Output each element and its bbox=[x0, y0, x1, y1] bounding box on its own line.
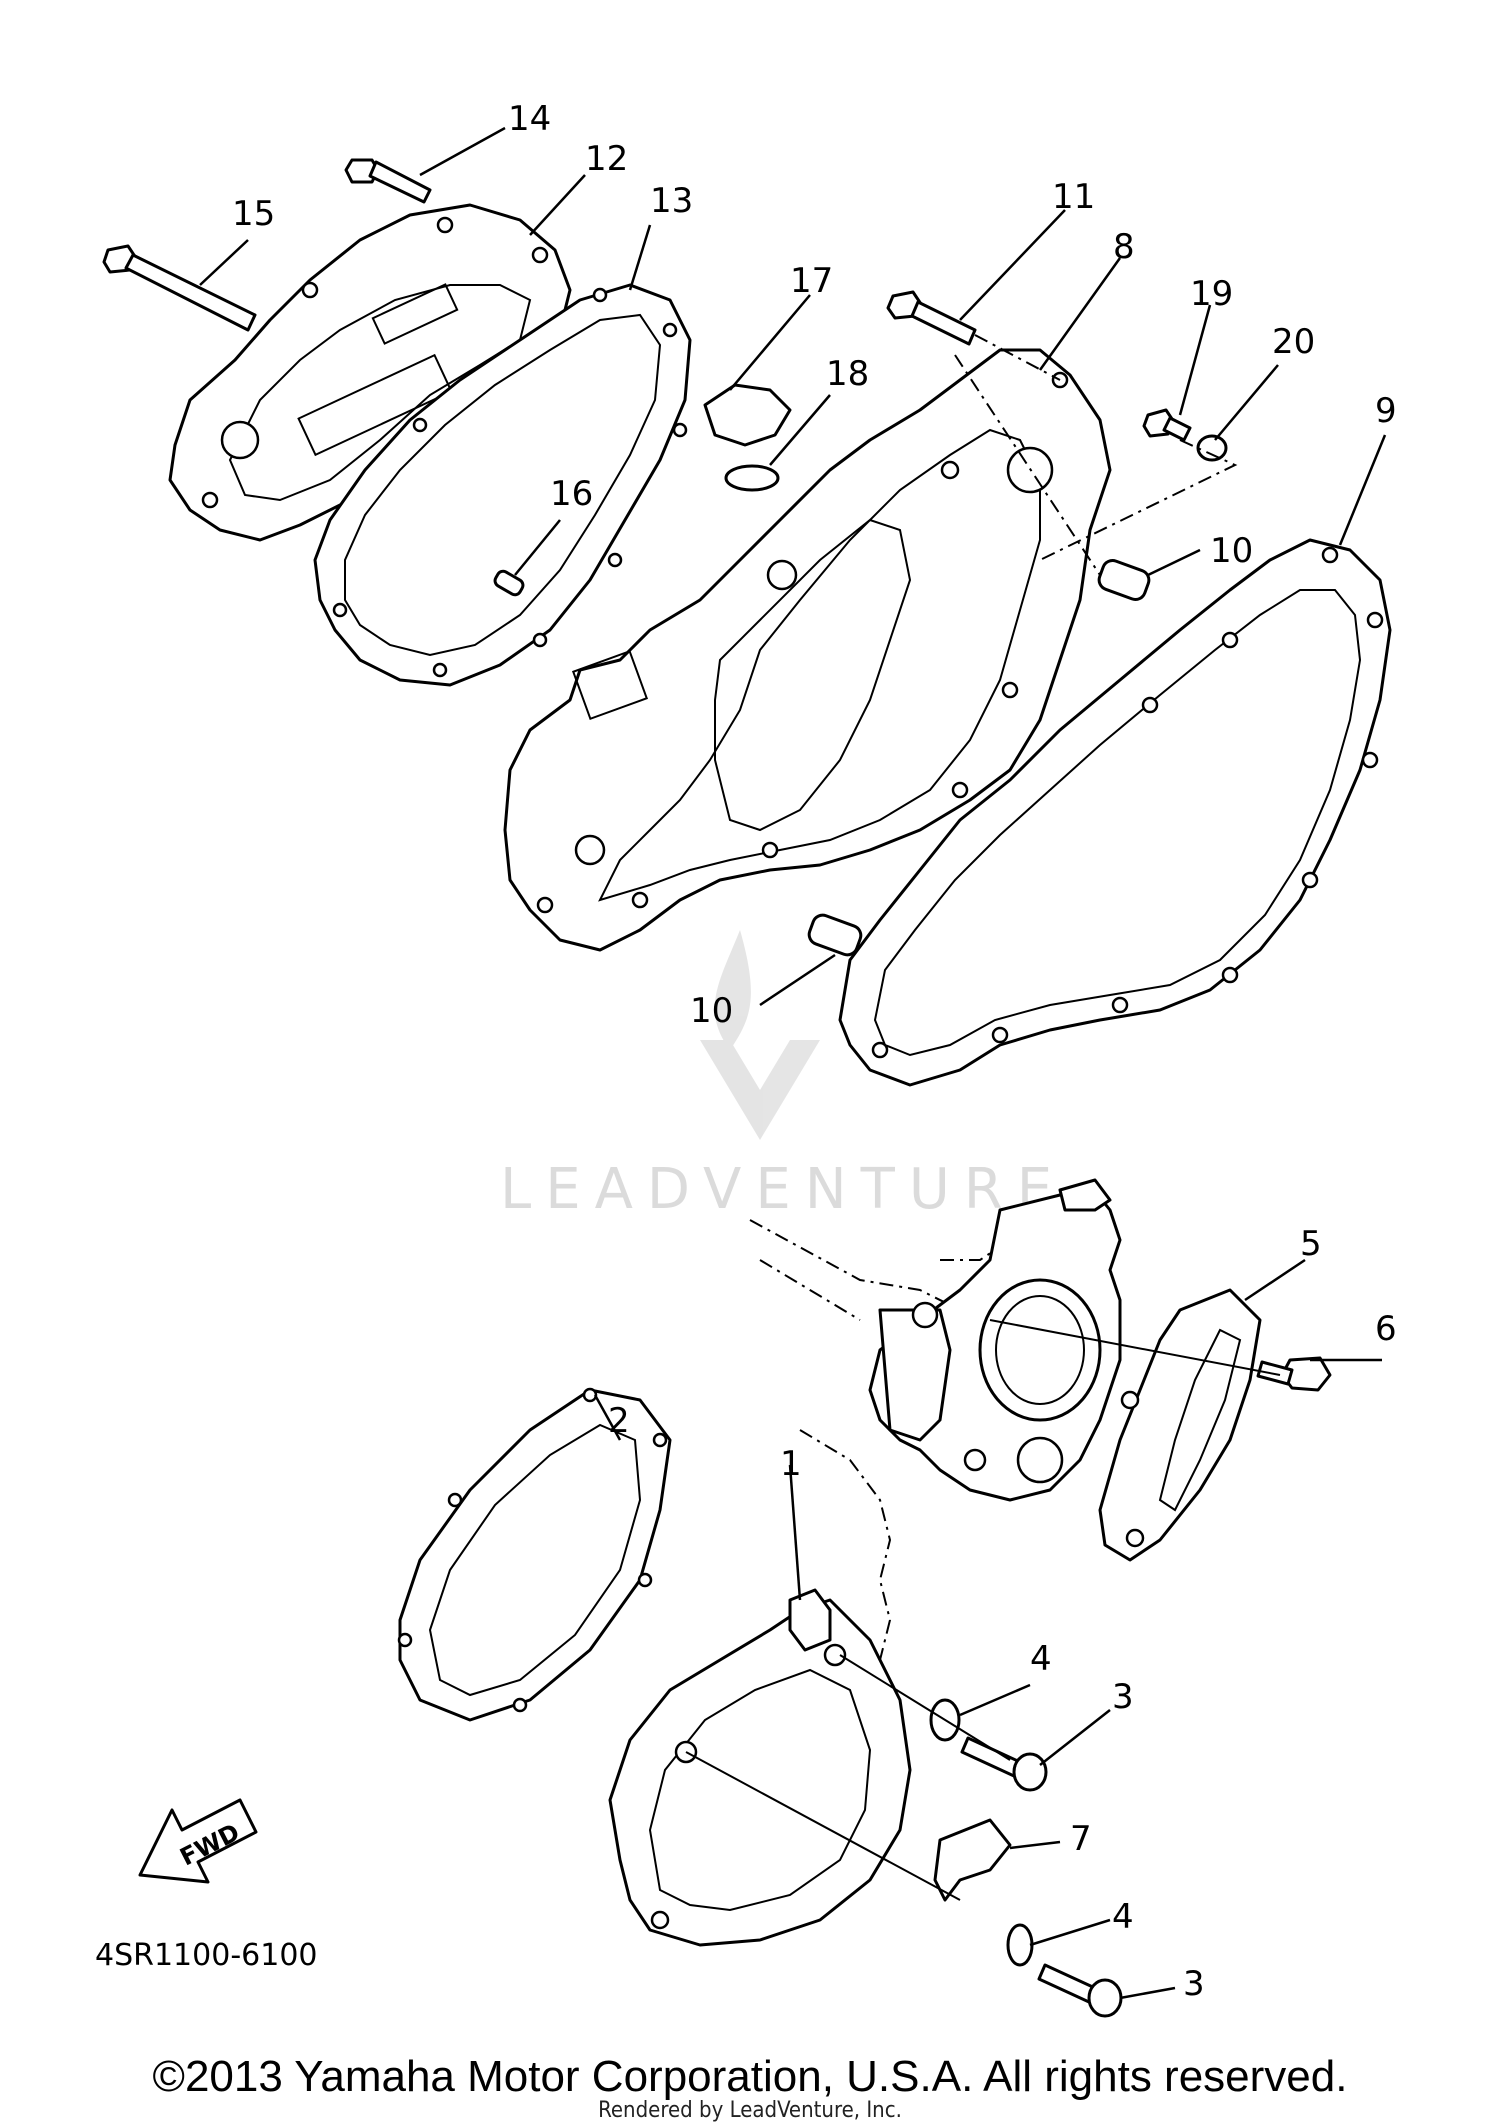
callout-10-upper: 10 bbox=[1210, 531, 1253, 571]
callout-4-lower: 4 bbox=[1112, 1897, 1134, 1937]
callout-14: 14 bbox=[508, 99, 551, 139]
part-12-clutch-cover bbox=[168, 203, 572, 542]
callout-3-upper: 3 bbox=[1112, 1677, 1134, 1717]
part-8-crankcase-cover bbox=[503, 348, 1112, 952]
callout-12: 12 bbox=[585, 139, 628, 179]
part-19-drain-bolt bbox=[1142, 408, 1192, 442]
part-5-cover bbox=[1098, 1288, 1262, 1562]
callout-1: 1 bbox=[780, 1444, 802, 1484]
part-1-cover bbox=[608, 1588, 912, 1947]
callout-11: 11 bbox=[1052, 177, 1095, 217]
callout-7: 7 bbox=[1070, 1819, 1092, 1859]
assembly-line bbox=[989, 1319, 1281, 1376]
assembly-line bbox=[685, 1751, 961, 1901]
callout-3-lower: 3 bbox=[1183, 1964, 1205, 2004]
leader-lines bbox=[199, 126, 1387, 2000]
part-16-dowel bbox=[493, 569, 525, 597]
callout-6: 6 bbox=[1375, 1309, 1397, 1349]
part-2-gasket bbox=[397, 1387, 672, 1722]
assembly-line bbox=[839, 1654, 1011, 1761]
watermark-text: LEADVENTURE bbox=[500, 1157, 1066, 1222]
watermark-flame-icon bbox=[714, 930, 751, 1050]
callout-13: 13 bbox=[650, 181, 693, 221]
callout-4-upper: 4 bbox=[1030, 1639, 1052, 1679]
callout-19: 19 bbox=[1190, 274, 1233, 314]
watermark-v-icon bbox=[700, 1040, 820, 1140]
callout-18: 18 bbox=[826, 354, 869, 394]
engine-block-outline bbox=[749, 1178, 1122, 1691]
part-18-o-ring bbox=[724, 464, 780, 492]
part-11-bolt bbox=[886, 290, 977, 346]
callout-2: 2 bbox=[608, 1401, 630, 1441]
fwd-arrow-icon bbox=[138, 1798, 258, 1884]
part-6-bolt bbox=[1256, 1356, 1332, 1392]
part-3-screw-upper bbox=[960, 1736, 1048, 1792]
forward-arrow: FWD bbox=[138, 1798, 258, 1884]
part-13-gasket bbox=[313, 283, 692, 687]
part-17-filler-cap bbox=[703, 383, 792, 447]
part-7-clip bbox=[933, 1818, 1012, 1902]
callout-15: 15 bbox=[232, 194, 275, 234]
watermark: LEADVENTURE bbox=[500, 930, 1066, 1222]
callout-10-lower: 10 bbox=[690, 991, 733, 1031]
assembly-line bbox=[974, 334, 1061, 381]
callout-20: 20 bbox=[1272, 322, 1315, 362]
callout-5: 5 bbox=[1300, 1224, 1322, 1264]
part-20-washer bbox=[1196, 434, 1228, 462]
part-4-washer-lower bbox=[1006, 1923, 1034, 1967]
rendered-by-notice: Rendered by LeadVenture, Inc. bbox=[598, 2098, 902, 2123]
part-9-gasket bbox=[838, 538, 1392, 1087]
callout-8: 8 bbox=[1113, 227, 1135, 267]
diagram-code: 4SR1100-6100 bbox=[95, 1938, 318, 1973]
assembly-line bbox=[1039, 439, 1238, 561]
copyright-notice: ©2013 Yamaha Motor Corporation, U.S.A. A… bbox=[152, 2052, 1348, 2101]
callout-9: 9 bbox=[1375, 391, 1397, 431]
part-3-screw-lower bbox=[1037, 1963, 1123, 2018]
part-10-dowel-upper bbox=[1097, 559, 1151, 601]
part-10-dowel-lower bbox=[807, 913, 863, 957]
callout-16: 16 bbox=[550, 474, 593, 514]
part-15-bolt bbox=[102, 244, 257, 332]
callout-labels: 14 12 13 15 11 8 17 18 19 20 9 10 16 10 … bbox=[232, 99, 1397, 2004]
callout-17: 17 bbox=[790, 261, 833, 301]
part-14-bolt bbox=[344, 158, 432, 204]
